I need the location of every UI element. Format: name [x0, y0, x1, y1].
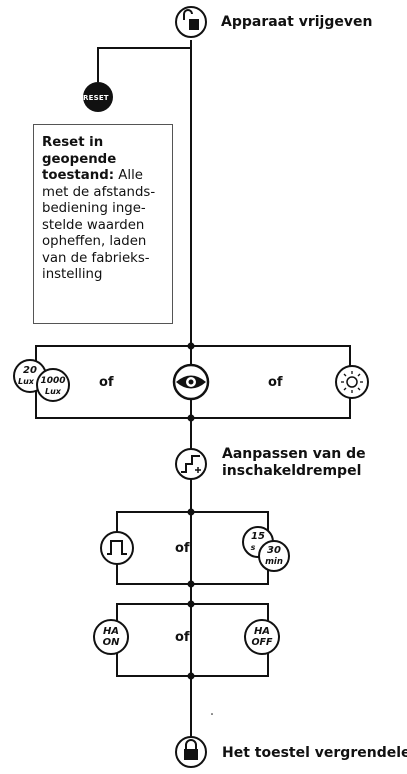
lock-label: Het toestel vergrendelen: [222, 745, 407, 761]
lux20-num: 20: [23, 365, 37, 376]
or-label-row3: of: [175, 630, 190, 645]
lux1000-num: 1000: [40, 376, 66, 386]
timer-30-num: 30: [267, 545, 281, 556]
or-label-left: of: [99, 375, 114, 390]
pulse-icon: [100, 531, 134, 565]
ha-off-icon: [244, 619, 280, 655]
reset-note-title: Reset in geopende toestand:: [42, 135, 117, 183]
sun-icon: [335, 365, 369, 399]
ha-on-line2: ON: [102, 637, 120, 648]
release-label: Apparaat vrijgeven: [221, 14, 373, 30]
threshold-label-line1: Aanpassen van de: [222, 446, 366, 462]
ha-off-line2: OFF: [251, 637, 273, 648]
lux20-unit: Lux: [18, 377, 34, 386]
reset-button-label[interactable]: RESET: [83, 94, 109, 102]
reset-note-text: Alle met de afstands-bediening inge-stel…: [42, 168, 156, 282]
threshold-label-line2: inschakeldrempel: [222, 463, 362, 479]
timer-15-unit: s: [250, 543, 256, 552]
or-label-row2: of: [175, 541, 190, 556]
timer-15-num: 15: [251, 531, 265, 542]
reset-branch-line: [97, 47, 191, 82]
threshold-icon: [175, 448, 207, 480]
lux1000-unit: Lux: [45, 387, 61, 396]
unlock-icon: [175, 6, 207, 38]
lock-icon: [175, 736, 207, 768]
ha-off-line1: HA: [253, 626, 271, 637]
eye-icon: [172, 363, 210, 401]
or-label-right: of: [268, 375, 283, 390]
timer-30min-icon: [258, 540, 290, 572]
ha-on-line1: HA: [102, 626, 120, 637]
timer-30-unit: min: [265, 557, 283, 567]
reset-note: Reset in geopende toestand: Alle met de …: [33, 124, 173, 324]
ha-on-icon: [93, 619, 129, 655]
reset-circle: [83, 82, 113, 112]
lux-1000-icon: [36, 368, 70, 402]
